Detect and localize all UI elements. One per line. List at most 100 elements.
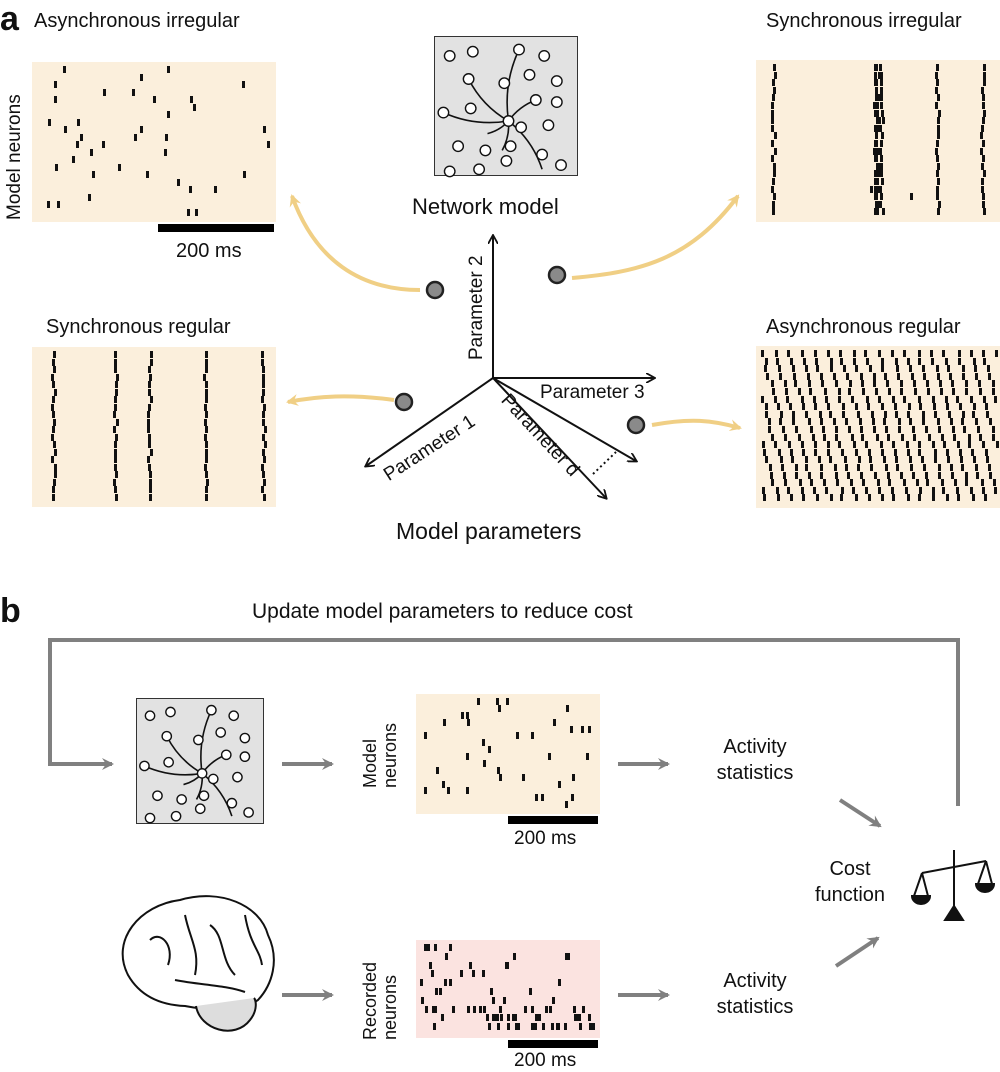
spike [768, 464, 772, 471]
spike [967, 433, 971, 441]
network-model-icon-small [136, 698, 264, 824]
spike [542, 1023, 546, 1031]
spike [522, 773, 526, 781]
spike [772, 200, 776, 208]
spike [875, 200, 879, 208]
spike [879, 147, 883, 155]
spike [936, 79, 940, 87]
spike [476, 698, 480, 705]
spike [881, 117, 885, 125]
spike [782, 471, 786, 479]
spike [53, 448, 57, 456]
spike [825, 395, 829, 403]
spike [499, 1014, 503, 1022]
spike [870, 185, 874, 193]
spike [984, 494, 988, 502]
spike [896, 464, 900, 471]
spike [900, 388, 904, 395]
spike [801, 395, 805, 403]
spike [987, 372, 991, 380]
spike [466, 753, 470, 760]
spike [786, 395, 790, 403]
spike [812, 395, 816, 403]
spike [516, 732, 520, 740]
raster-model-neurons [416, 694, 600, 814]
spike [47, 118, 51, 126]
spike [779, 410, 783, 418]
spike [985, 410, 989, 418]
spike [936, 170, 940, 178]
spike [937, 117, 941, 125]
spike [870, 464, 874, 471]
spike [448, 979, 452, 987]
spike [435, 988, 439, 995]
spike [789, 448, 793, 456]
spike [965, 380, 969, 388]
spike [80, 133, 84, 141]
neuron-node [437, 106, 450, 119]
spike [261, 463, 265, 471]
spike [149, 478, 153, 486]
spike [421, 996, 425, 1004]
spike [761, 350, 765, 357]
neuron-node [239, 732, 251, 744]
spike [588, 1014, 592, 1022]
spike [764, 357, 768, 365]
spike [205, 388, 209, 396]
spike [917, 395, 921, 403]
spike [261, 388, 265, 396]
spike [980, 147, 984, 155]
spike [818, 410, 822, 418]
spike [879, 140, 883, 147]
spike [927, 433, 931, 441]
spike [52, 486, 55, 493]
neuron-node [466, 45, 479, 58]
spike [771, 433, 775, 441]
regime-title-sync-irregular: Synchronous irregular [766, 10, 962, 32]
spike [981, 102, 985, 109]
param-point-async-regular [626, 415, 646, 435]
spike [957, 494, 961, 502]
spike [879, 64, 883, 71]
spike [945, 403, 949, 411]
spike [147, 381, 151, 388]
spike [797, 388, 801, 395]
spike [148, 463, 152, 471]
spike [937, 372, 941, 380]
spike [801, 494, 805, 502]
spike [877, 117, 881, 125]
spike [114, 388, 118, 396]
spike [844, 456, 848, 464]
spike [949, 372, 953, 380]
spike [262, 411, 266, 418]
spike [113, 411, 117, 418]
spike [833, 464, 837, 471]
spike [827, 403, 831, 411]
spike [869, 365, 873, 373]
spike [820, 380, 824, 388]
spike [589, 1023, 593, 1031]
neuron-node [163, 756, 174, 768]
spike [114, 471, 118, 478]
spike [876, 170, 880, 178]
spike [790, 456, 794, 464]
spike [879, 124, 883, 132]
spike [785, 388, 789, 395]
spike [873, 102, 876, 109]
spike [972, 494, 976, 502]
spike [846, 372, 850, 380]
spike [496, 766, 500, 774]
spike [937, 162, 941, 170]
spike [910, 193, 914, 201]
spike [205, 351, 209, 358]
spike [54, 163, 58, 171]
spike [54, 81, 58, 88]
spike [835, 380, 839, 388]
spike [872, 372, 876, 380]
spike [866, 357, 870, 365]
spike [945, 448, 949, 456]
axis-parameter-1 [366, 377, 494, 466]
spike [434, 1005, 438, 1013]
spike [75, 141, 79, 148]
spike [905, 441, 909, 449]
